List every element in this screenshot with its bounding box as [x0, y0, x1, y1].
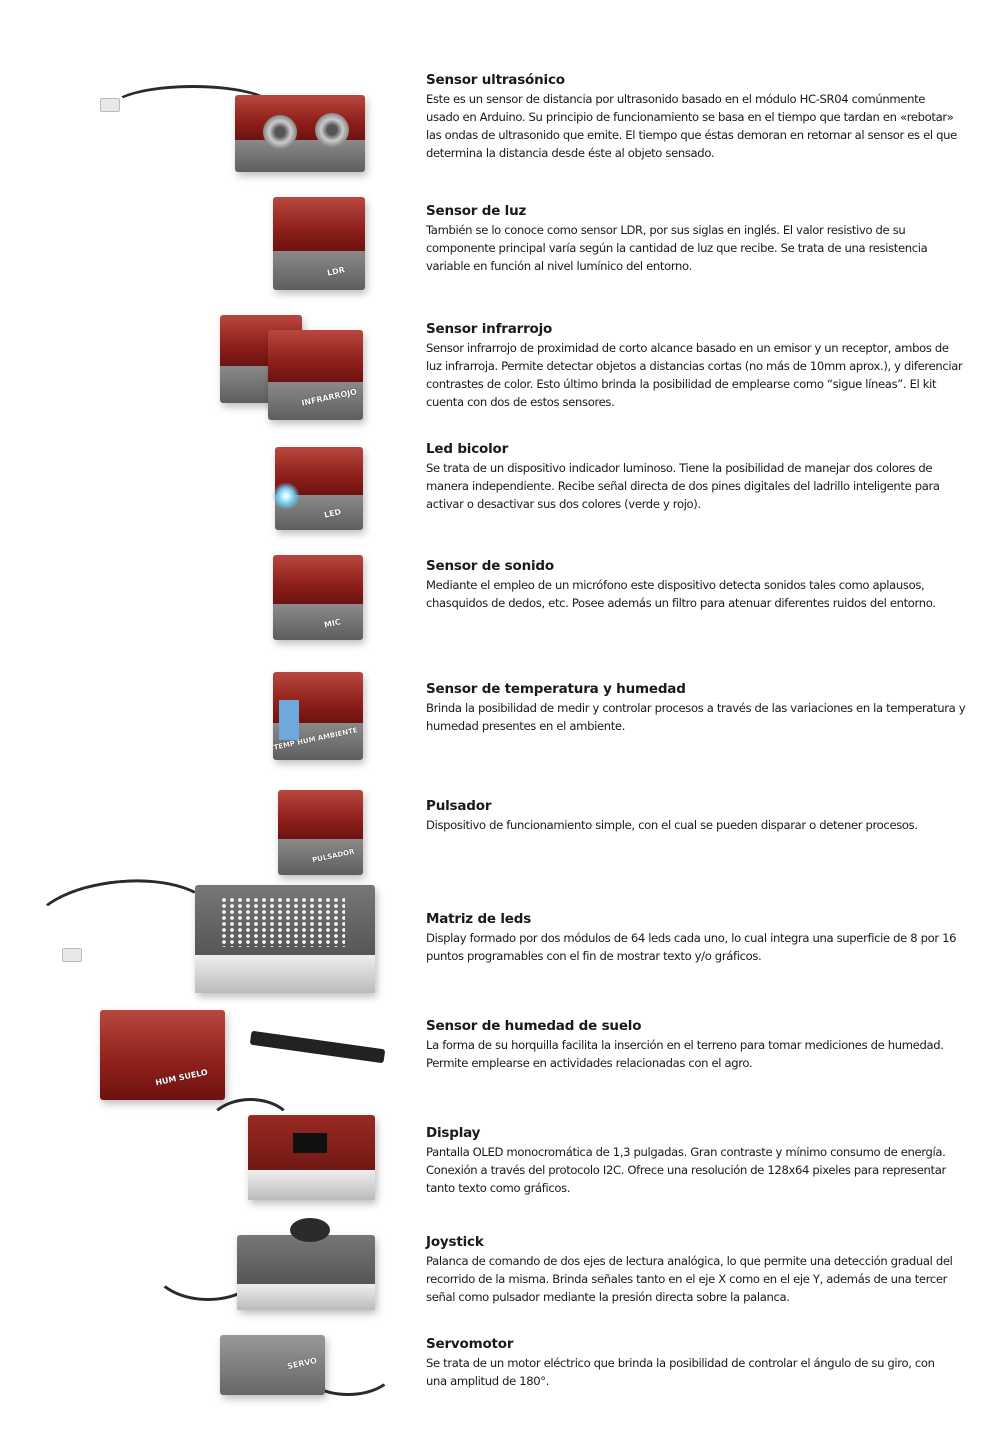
- section-title: Display: [426, 1125, 481, 1141]
- description-line: La forma de su horquilla facilita la ins…: [426, 1038, 944, 1052]
- section-title: Sensor de humedad de suelo: [426, 1018, 642, 1034]
- section-title: Servomotor: [426, 1336, 514, 1352]
- description-line: componente principal varía según la cant…: [426, 241, 928, 255]
- section-description: Display formado por dos módulos de 64 le…: [426, 929, 971, 965]
- description-line: Permite emplearse en actividades relacio…: [426, 1056, 753, 1070]
- description-line: manera independiente. Recibe señal direc…: [426, 479, 940, 493]
- description-line: Palanca de comando de dos ejes de lectur…: [426, 1254, 953, 1268]
- section-title: Sensor de luz: [426, 203, 527, 219]
- description-line: tanto texto como gráficos.: [426, 1181, 571, 1195]
- description-line: determina la distancia desde éste al obj…: [426, 146, 715, 160]
- section-description: Pantalla OLED monocromática de 1,3 pulga…: [426, 1143, 971, 1197]
- description-line: una amplitud de 180°.: [426, 1374, 550, 1388]
- description-line: puntos programables con el fin de mostra…: [426, 949, 762, 963]
- description-line: Este es un sensor de distancia por ultra…: [426, 92, 926, 106]
- section-description: Mediante el empleo de un micrófono este …: [426, 576, 971, 612]
- section-title: Sensor ultrasónico: [426, 72, 565, 88]
- section-led-bicolor: Led bicolor Se trata de un dispositivo in…: [426, 440, 971, 513]
- description-line: También se lo conoce como sensor LDR, po…: [426, 223, 906, 237]
- description-line: usado en Arduino. Su principio de funcio…: [426, 110, 954, 124]
- section-title: Pulsador: [426, 798, 492, 814]
- description-line: Conexión a través del protocolo I2C. Ofr…: [426, 1163, 946, 1177]
- section-title: Sensor de sonido: [426, 558, 554, 574]
- description-line: Display formado por dos módulos de 64 le…: [426, 931, 957, 945]
- section-title: Joystick: [426, 1234, 484, 1250]
- description-line: las ondas de ultrasonido que emite. El t…: [426, 128, 957, 142]
- section-title: Matriz de leds: [426, 911, 532, 927]
- section-description: Este es un sensor de distancia por ultra…: [426, 90, 971, 162]
- description-line: Sensor infrarrojo de proximidad de corto…: [426, 341, 949, 355]
- description-line: variable en función al nivel lumínico de…: [426, 259, 692, 273]
- section-description: Se trata de un motor eléctrico que brind…: [426, 1354, 971, 1390]
- description-line: activar o desactivar sus dos colores (ve…: [426, 497, 701, 511]
- section-title: Sensor de temperatura y humedad: [426, 681, 686, 697]
- section-description: Dispositivo de funcionamiento simple, co…: [426, 816, 971, 834]
- section-title: Led bicolor: [426, 441, 509, 457]
- description-line: luz infrarroja. Permite detectar objetos…: [426, 359, 963, 373]
- section-servomotor: Servomotor Se trata de un motor eléctrico…: [426, 1335, 971, 1390]
- section-description: Sensor infrarrojo de proximidad de corto…: [426, 339, 971, 411]
- description-line: chasquidos de dedos, etc. Posee además u…: [426, 596, 936, 610]
- description-line: Brinda la posibilidad de medir y control…: [426, 701, 966, 715]
- description-line: humedad presentes en el ambiente.: [426, 719, 626, 733]
- description-line: Pantalla OLED monocromática de 1,3 pulga…: [426, 1145, 946, 1159]
- section-description: Se trata de un dispositivo indicador lum…: [426, 459, 971, 513]
- description-line: Mediante el empleo de un micrófono este …: [426, 578, 925, 592]
- description-line: recorrido de la misma. Brinda señales ta…: [426, 1272, 948, 1286]
- description-line: Dispositivo de funcionamiento simple, co…: [426, 818, 918, 832]
- image-label: SERVO: [286, 1355, 318, 1372]
- section-description: Brinda la posibilidad de medir y control…: [426, 699, 971, 735]
- description-line: contrastes de color. Esto último brinda …: [426, 377, 937, 391]
- description-line: Se trata de un motor eléctrico que brind…: [426, 1356, 935, 1370]
- section-soil-humidity-sensor: Sensor de humedad de suelo La forma de su…: [426, 1017, 971, 1072]
- section-description: También se lo conoce como sensor LDR, po…: [426, 221, 971, 275]
- section-description: La forma de su horquilla facilita la ins…: [426, 1036, 971, 1072]
- section-description: Palanca de comando de dos ejes de lectur…: [426, 1252, 971, 1306]
- description-line: Se trata de un dispositivo indicador lum…: [426, 461, 933, 475]
- section-title: Sensor infrarrojo: [426, 321, 553, 337]
- description-line: cuenta con dos de estos sensores.: [426, 395, 615, 409]
- description-line: señal como pulsador mediante la presión …: [426, 1290, 790, 1304]
